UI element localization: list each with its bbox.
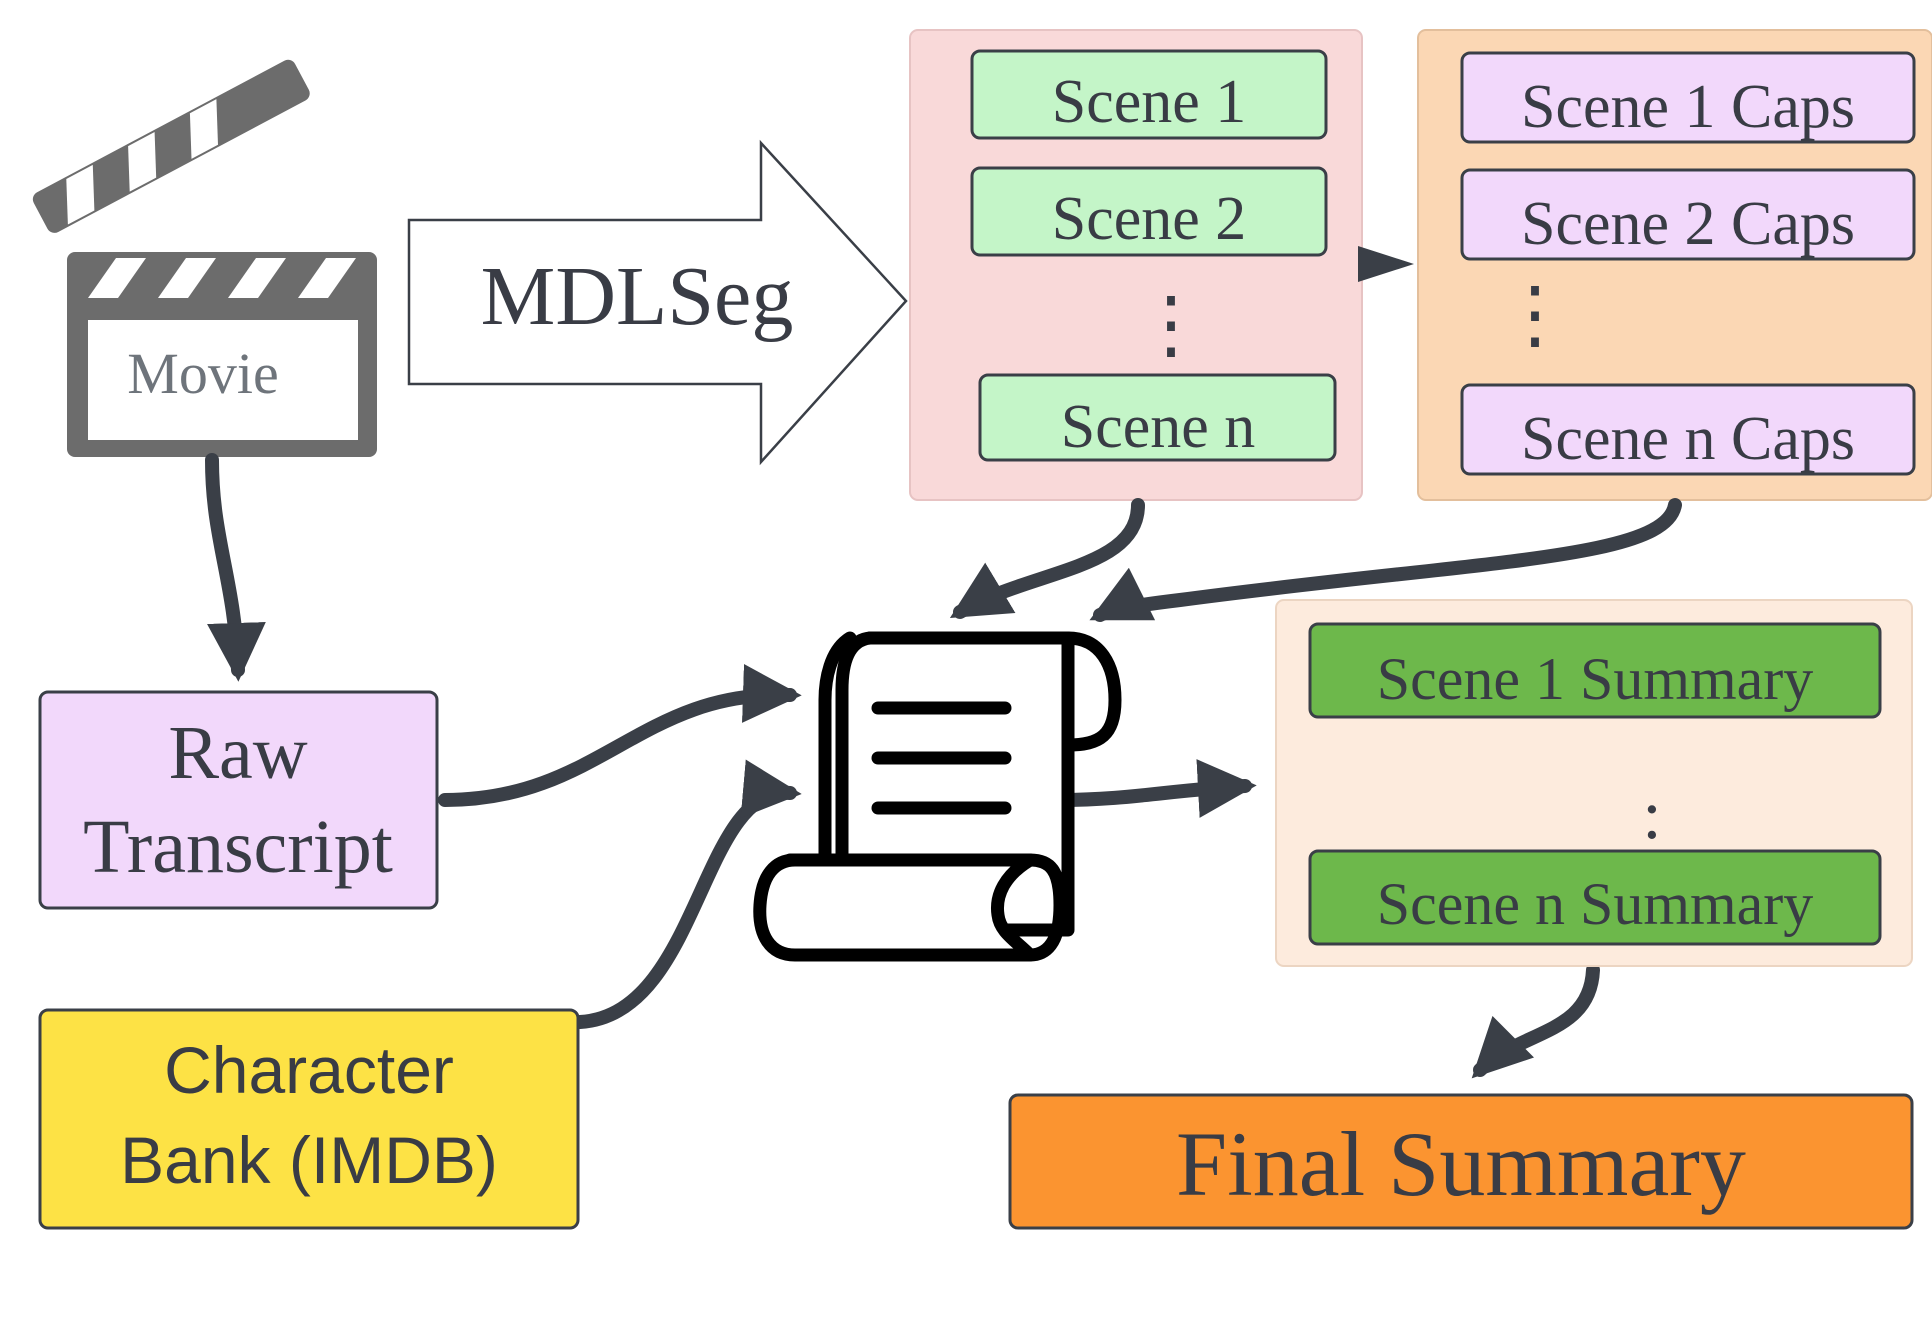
summary-1-box bbox=[1308, 622, 1882, 719]
caption-2-label: Scene 2 Caps bbox=[1521, 190, 1855, 258]
mdlseg-label: MDLSeg bbox=[481, 250, 794, 343]
arrow-summaries-to-final bbox=[1471, 963, 1600, 1079]
caption-n-label: Scene n Caps bbox=[1521, 405, 1855, 473]
final-summary-box bbox=[1008, 1093, 1914, 1230]
raw-transcript-line2: Transcript bbox=[83, 805, 393, 889]
summaries-ellipsis: : bbox=[1642, 777, 1661, 854]
raw-transcript-line1: Raw bbox=[168, 711, 307, 795]
script-scroll-icon bbox=[753, 631, 1122, 962]
caption-2-box bbox=[1460, 168, 1916, 261]
arrow-movie-to-transcript bbox=[205, 453, 266, 682]
captions-ellipsis: ⋮ bbox=[1497, 273, 1573, 357]
summary-1-label: Scene 1 Summary bbox=[1377, 646, 1814, 712]
scene-n-box bbox=[978, 373, 1337, 462]
character-bank-line2: Bank (IMDB) bbox=[120, 1123, 498, 1197]
arrow-script-to-summaries bbox=[1053, 759, 1257, 818]
arrow-captions-to-script bbox=[1089, 498, 1682, 622]
connectors bbox=[205, 453, 1682, 1079]
mdlseg-arrow bbox=[407, 139, 908, 466]
arrow-bank-to-script bbox=[573, 759, 802, 1029]
scene-n-label: Scene n bbox=[1061, 393, 1256, 461]
scene-1-label: Scene 1 bbox=[1052, 68, 1247, 136]
caption-1-label: Scene 1 Caps bbox=[1521, 73, 1855, 141]
caption-n-box bbox=[1460, 383, 1916, 476]
character-bank-line1: Character bbox=[164, 1033, 454, 1107]
caption-1-box bbox=[1460, 51, 1916, 144]
final-summary-label: Final Summary bbox=[1176, 1113, 1746, 1215]
clapperboard-icon bbox=[32, 59, 377, 457]
arrow-scenes-to-script bbox=[949, 498, 1145, 619]
arrow-scenes-to-captions bbox=[1358, 246, 1414, 282]
character-bank-box bbox=[38, 1008, 580, 1230]
summary-n-box bbox=[1308, 849, 1882, 946]
scene-2-label: Scene 2 bbox=[1052, 185, 1247, 253]
movie-label: Movie bbox=[127, 341, 278, 406]
arrow-transcript-to-script bbox=[438, 664, 802, 807]
scene-1-box bbox=[970, 49, 1328, 140]
scenes-ellipsis: ⋮ bbox=[1133, 283, 1209, 367]
summary-n-label: Scene n Summary bbox=[1377, 871, 1814, 937]
raw-transcript-box bbox=[38, 690, 439, 910]
scene-2-box bbox=[970, 166, 1328, 257]
